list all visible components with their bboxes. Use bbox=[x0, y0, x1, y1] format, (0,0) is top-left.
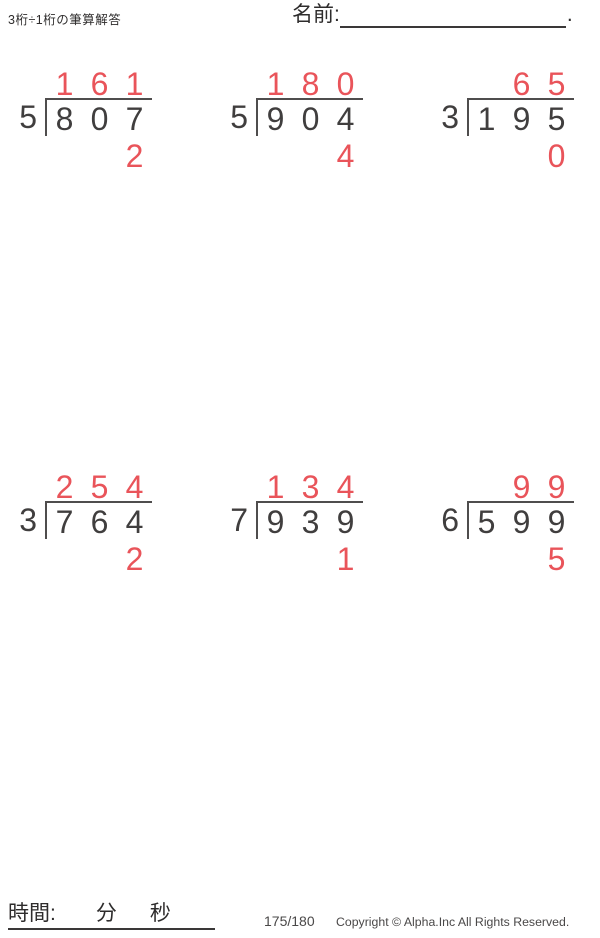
dividend-digit: 3 bbox=[301, 504, 320, 540]
division-bracket-row: 7 9 3 9 bbox=[229, 501, 369, 539]
remainder-row: 5 bbox=[469, 541, 580, 577]
quotient-row: 9 9 bbox=[469, 469, 580, 505]
quotient-digit: 2 bbox=[55, 469, 74, 505]
dividend-digit: 1 bbox=[477, 101, 496, 137]
divisor: 5 bbox=[230, 99, 248, 135]
division-problem-3: 6 5 3 1 9 5 0 bbox=[440, 66, 580, 174]
dividend-digit: 0 bbox=[301, 101, 320, 137]
division-problem-5: 1 3 4 7 9 3 9 1 bbox=[229, 469, 369, 577]
quotient-digit: 1 bbox=[55, 66, 74, 102]
quotient-row: 2 5 4 bbox=[47, 469, 158, 505]
remainder-row: 1 bbox=[258, 541, 369, 577]
dividend-digit: 4 bbox=[336, 101, 355, 137]
division-bracket-row: 5 8 0 7 bbox=[18, 98, 158, 136]
dividend-under-bracket: 1 9 5 bbox=[467, 98, 574, 136]
seconds-label: 秒 bbox=[149, 902, 171, 925]
dividend-under-bracket: 9 0 4 bbox=[256, 98, 363, 136]
remainder: 4 bbox=[336, 138, 355, 174]
dividend-under-bracket: 5 9 9 bbox=[467, 501, 574, 539]
dividend-digit: 9 bbox=[547, 504, 566, 540]
division-bracket-row: 3 7 6 4 bbox=[18, 501, 158, 539]
dividend-digit: 0 bbox=[90, 101, 109, 137]
worksheet-title: 3桁÷1桁の筆算解答 bbox=[8, 13, 122, 27]
quotient-digit: 9 bbox=[547, 469, 566, 505]
quotient-digit: 1 bbox=[266, 66, 285, 102]
minutes-label: 分 bbox=[95, 902, 117, 925]
divisor: 5 bbox=[19, 99, 37, 135]
time-label: 時間: bbox=[8, 902, 56, 925]
dividend-digit: 6 bbox=[90, 504, 109, 540]
remainder-row: 0 bbox=[469, 138, 580, 174]
dividend-digit: 5 bbox=[477, 504, 496, 540]
dividend-digit: 9 bbox=[266, 504, 285, 540]
quotient-digit: 5 bbox=[547, 66, 566, 102]
quotient-digit: 3 bbox=[301, 469, 320, 505]
dividend-digit: 9 bbox=[512, 504, 531, 540]
page-indicator: 175/180 bbox=[264, 913, 315, 929]
remainder-row: 4 bbox=[258, 138, 369, 174]
remainder: 2 bbox=[125, 541, 144, 577]
division-problem-1: 1 6 1 5 8 0 7 2 bbox=[18, 66, 158, 174]
quotient-digit: 1 bbox=[266, 469, 285, 505]
dividend-under-bracket: 9 3 9 bbox=[256, 501, 363, 539]
quotient-row: 1 8 0 bbox=[258, 66, 369, 102]
quotient-row: 1 6 1 bbox=[47, 66, 158, 102]
name-line-period: . bbox=[566, 3, 573, 26]
dividend-under-bracket: 8 0 7 bbox=[45, 98, 152, 136]
quotient-digit: 5 bbox=[90, 469, 109, 505]
division-bracket-row: 6 5 9 9 bbox=[440, 501, 580, 539]
dividend-digit: 9 bbox=[266, 101, 285, 137]
quotient-digit: 6 bbox=[512, 66, 531, 102]
dividend-digit: 9 bbox=[336, 504, 355, 540]
remainder-row: 2 bbox=[47, 541, 158, 577]
quotient-row: 6 5 bbox=[469, 66, 580, 102]
division-bracket-row: 5 9 0 4 bbox=[229, 98, 369, 136]
division-problem-6: 9 9 6 5 9 9 5 bbox=[440, 469, 580, 577]
dividend-digit: 7 bbox=[125, 101, 144, 137]
dividend-digit: 4 bbox=[125, 504, 144, 540]
quotient-digit: 9 bbox=[512, 469, 531, 505]
quotient-digit: 4 bbox=[125, 469, 144, 505]
quotient-digit: 4 bbox=[336, 469, 355, 505]
divisor: 7 bbox=[230, 502, 248, 538]
division-problem-2: 1 8 0 5 9 0 4 4 bbox=[229, 66, 369, 174]
dividend-digit: 7 bbox=[55, 504, 74, 540]
remainder: 0 bbox=[547, 138, 566, 174]
dividend-digit: 8 bbox=[55, 101, 74, 137]
dividend-under-bracket: 7 6 4 bbox=[45, 501, 152, 539]
time-area: 時間: 分 秒 bbox=[8, 898, 215, 930]
dividend-digit: 5 bbox=[547, 101, 566, 137]
dividend-digit: 9 bbox=[512, 101, 531, 137]
copyright-notice: Copyright © Alpha.Inc All Rights Reserve… bbox=[336, 915, 570, 929]
quotient-digit: 0 bbox=[336, 66, 355, 102]
division-bracket-row: 3 1 9 5 bbox=[440, 98, 580, 136]
divisor: 3 bbox=[19, 502, 37, 538]
division-problem-4: 2 5 4 3 7 6 4 2 bbox=[18, 469, 158, 577]
quotient-digit: 8 bbox=[301, 66, 320, 102]
divisor: 3 bbox=[441, 99, 459, 135]
quotient-digit: 1 bbox=[125, 66, 144, 102]
remainder: 2 bbox=[125, 138, 144, 174]
name-blank-line bbox=[339, 2, 566, 28]
quotient-digit: 6 bbox=[90, 66, 109, 102]
remainder: 5 bbox=[547, 541, 566, 577]
divisor: 6 bbox=[441, 502, 459, 538]
quotient-row: 1 3 4 bbox=[258, 469, 369, 505]
remainder: 1 bbox=[336, 541, 355, 577]
name-label: 名前: bbox=[292, 3, 340, 26]
name-area: 名前: . bbox=[292, 2, 573, 28]
remainder-row: 2 bbox=[47, 138, 158, 174]
